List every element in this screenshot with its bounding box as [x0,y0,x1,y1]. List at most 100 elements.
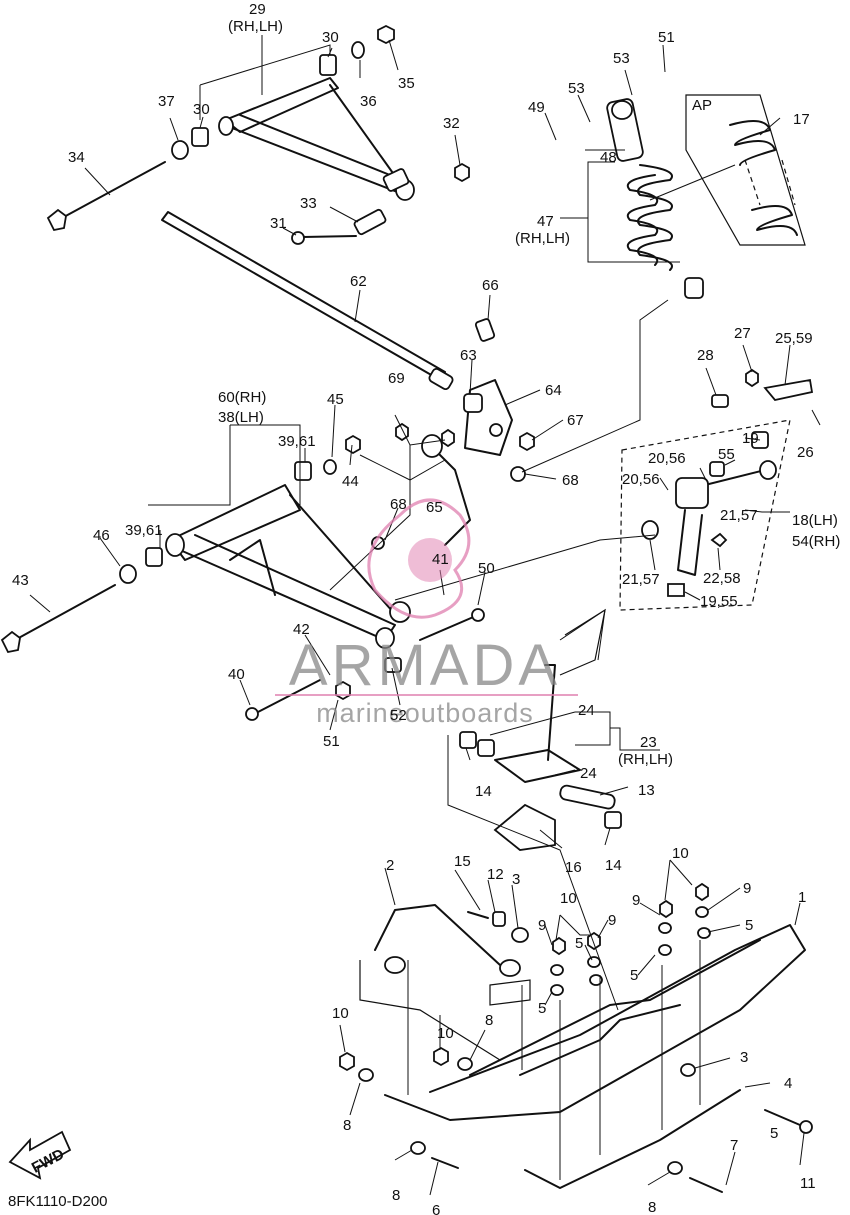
callout-c13: 13 [638,782,655,799]
bolt-34 [46,161,166,232]
callout-c40: 40 [228,666,245,683]
callout-c3b: 3 [740,1049,748,1066]
callout-c29rl: (RH,LH) [228,18,283,35]
callout-c10a: 10 [672,845,689,862]
callout-c49: 49 [528,99,545,116]
callout-c52: 52 [390,707,407,724]
callout-c51b: 51 [323,733,340,750]
callout-c26: 26 [797,444,814,461]
callout-c12: 12 [487,866,504,883]
callout-c54: 54(RH) [792,533,840,550]
callout-c63: 63 [460,347,477,364]
callout-c38: 38(LH) [218,409,264,426]
callout-c18: 18(LH) [792,512,838,529]
callout-c2258: 22,58 [703,570,741,587]
callout-c3961a: 39,61 [278,433,316,450]
callout-c5a: 5 [745,917,753,934]
shock-absorber [606,98,704,299]
guide-lines [329,299,701,1180]
callout-c47rl: (RH,LH) [515,230,570,247]
callout-c24a: 24 [578,702,595,719]
callout-c23: 23 [640,734,657,751]
callout-c14b: 14 [605,857,622,874]
callout-c16: 16 [565,859,582,876]
callout-c19a: 19 [742,430,759,447]
ski-spindle-shaft [459,608,622,851]
callout-c65: 65 [426,499,443,516]
callout-c35: 35 [398,75,415,92]
callout-c68b: 68 [562,472,579,489]
bolt-31 [291,231,357,245]
watermark-brand: ARMADA [289,633,561,698]
callout-c30a: 30 [322,29,339,46]
callout-c5d: 5 [538,1000,546,1017]
callout-c8c: 8 [392,1187,400,1204]
ski-hardware [339,882,813,1193]
callout-c69: 69 [388,370,405,387]
callout-c53a: 53 [613,50,630,67]
callout-c41: 41 [432,551,449,568]
callout-c2: 2 [386,857,394,874]
callout-c34: 34 [68,149,85,166]
bolt-50 [419,608,485,641]
callout-c1955: 19,55 [700,593,738,610]
callout-c5e: 5 [770,1125,778,1142]
callout-c37: 37 [158,93,175,110]
lower-a-arm [119,434,411,701]
callout-c9c: 9 [538,917,546,934]
callout-c5c: 5 [575,935,583,952]
rod-62 [161,211,454,390]
armada-watermark: ARMADA marineoutboards [275,498,578,728]
callout-c64: 64 [545,382,562,399]
callout-c2157a: 21,57 [720,507,758,524]
callout-c33: 33 [300,195,317,212]
callout-c55: 55 [718,446,735,463]
fwd-arrow-icon [8,1130,72,1180]
callout-c4: 4 [784,1075,792,1092]
watermark-logo-icon [367,498,471,619]
callout-c42: 42 [293,621,310,638]
ap-box [685,94,806,246]
callout-c32: 32 [443,115,460,132]
callout-c7: 7 [730,1137,738,1154]
callout-c3a: 3 [512,871,520,888]
callout-c62: 62 [350,273,367,290]
callout-c8d: 8 [648,1199,656,1215]
callout-c60: 60(RH) [218,389,266,406]
callout-c9b: 9 [632,892,640,909]
callout-c9a: 9 [743,880,751,897]
callout-c29: 29 [249,1,266,18]
callout-c50: 50 [478,560,495,577]
callout-c68a: 68 [390,496,407,513]
callout-c5b: 5 [630,967,638,984]
callout-c8a: 8 [343,1117,351,1134]
callout-c1: 1 [798,889,806,906]
leader-lines [29,35,821,1196]
callout-c30b: 30 [193,101,210,118]
watermark-tagline: marineoutboards [316,698,534,728]
callout-c2559: 25,59 [775,330,813,347]
callout-c48: 48 [600,149,617,166]
callout-c17: 17 [793,111,810,128]
callout-c46: 46 [93,527,110,544]
linkage-64 [463,318,535,482]
callout-c23rl: (RH,LH) [618,751,673,768]
callout-c47: 47 [537,213,554,230]
callout-c27: 27 [734,325,751,342]
upper-arm-hardware [171,24,470,236]
callout-c51a: 51 [658,29,675,46]
callout-c66: 66 [482,277,499,294]
diagram-code: 8FK1110-D200 [8,1193,108,1210]
spindle-assembly [619,419,791,611]
callout-c3961b: 39,61 [125,522,163,539]
bolt-43 [0,584,116,654]
callout-c2056b: 20,56 [622,471,660,488]
callout-c11: 11 [800,1175,816,1192]
callout-c31: 31 [270,215,287,232]
callout-c24b: 24 [580,765,597,782]
callout-c2056a: 20,56 [648,450,686,467]
callout-c10b: 10 [560,890,577,907]
ap-label: AP [692,97,712,114]
